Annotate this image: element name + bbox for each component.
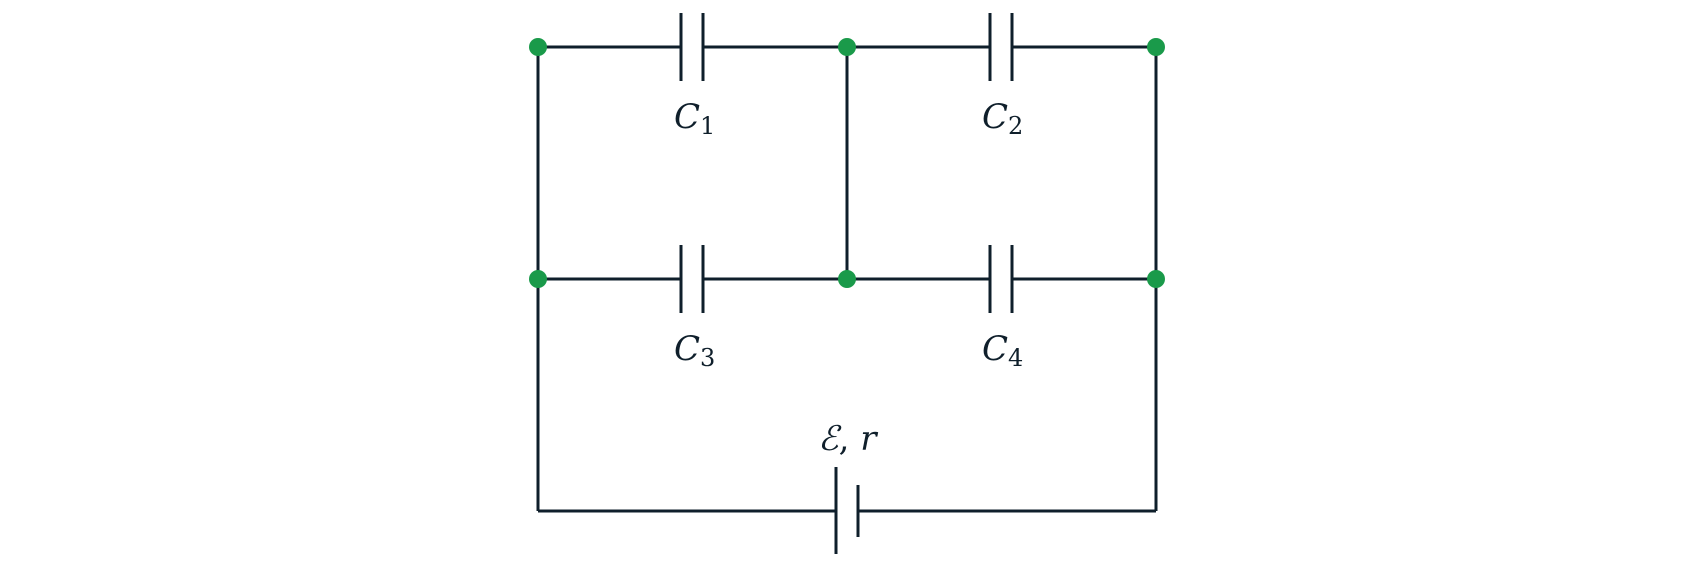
node-top-left (529, 38, 547, 56)
capacitor-c1: C1 (674, 13, 715, 140)
capacitor-c4-symbol: C (982, 329, 1008, 369)
capacitor-c4-subscript: 4 (1008, 344, 1023, 372)
junction-nodes (529, 38, 1165, 288)
capacitor-c3-symbol: C (674, 329, 700, 369)
capacitor-c3-subscript: 3 (700, 344, 715, 372)
node-top-right (1147, 38, 1165, 56)
battery-separator: , (839, 419, 861, 459)
capacitor-c2: C2 (982, 13, 1023, 140)
node-mid-right (1147, 270, 1165, 288)
capacitor-c1-subscript: 1 (700, 112, 715, 140)
capacitor-c3-label: C3 (674, 329, 715, 372)
battery: ℰ, r (818, 419, 878, 554)
node-mid-left (529, 270, 547, 288)
capacitor-c2-subscript: 2 (1008, 112, 1023, 140)
battery-label: ℰ, r (818, 419, 878, 459)
capacitor-c1-label: C1 (674, 97, 715, 140)
capacitor-c3: C3 (674, 245, 715, 372)
capacitor-c2-symbol: C (982, 97, 1008, 137)
capacitor-c1-symbol: C (674, 97, 700, 137)
node-top-center (838, 38, 856, 56)
battery-resistance-symbol: r (860, 419, 878, 459)
capacitor-c4: C4 (982, 245, 1023, 372)
capacitor-c4-label: C4 (982, 329, 1023, 372)
node-mid-center (838, 270, 856, 288)
capacitor-c2-label: C2 (982, 97, 1023, 140)
battery-emf-symbol: ℰ (818, 419, 842, 459)
